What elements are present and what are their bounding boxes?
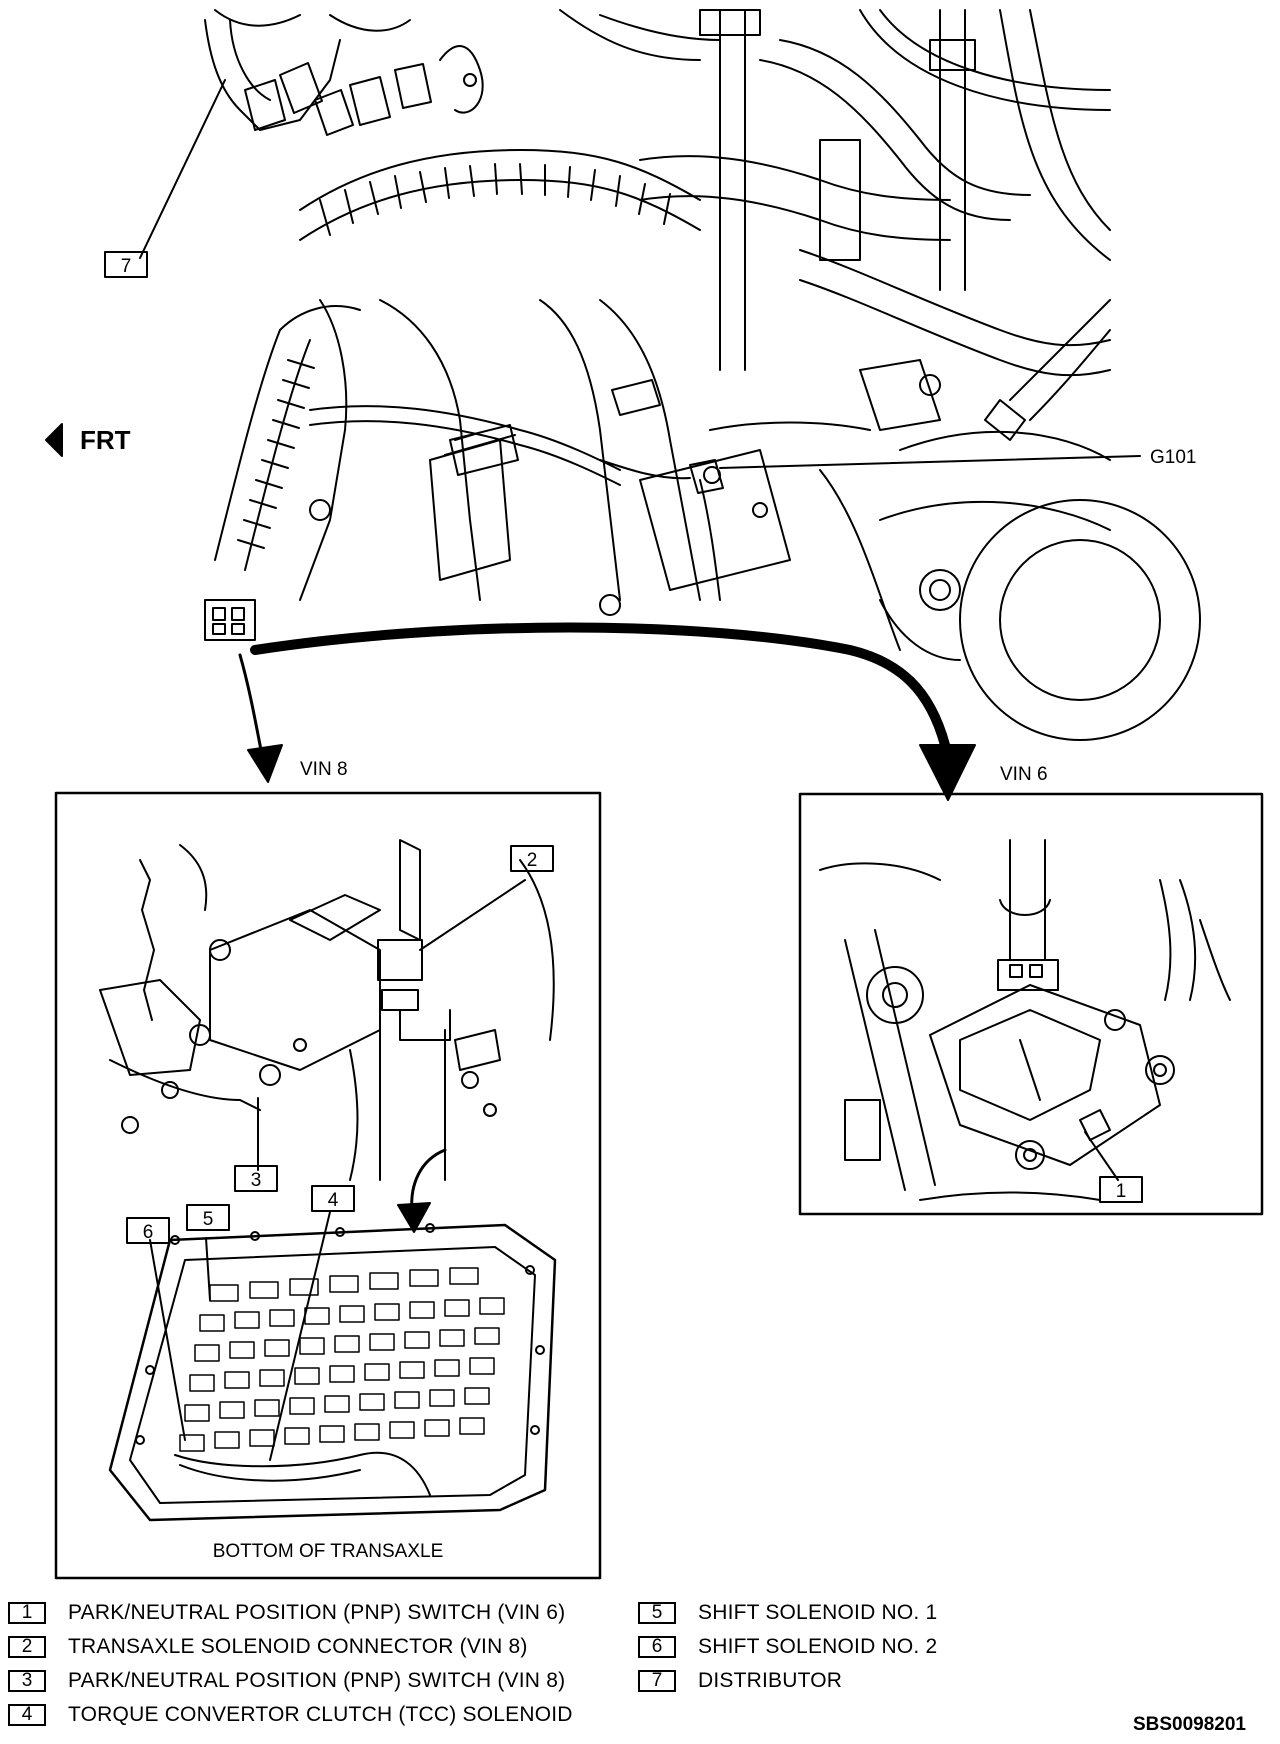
legend-item: 5 SHIFT SOLENOID NO. 1 xyxy=(638,1600,937,1626)
engine-compartment-illustration xyxy=(139,9,1201,741)
legend-text: SHIFT SOLENOID NO. 1 xyxy=(698,1601,938,1624)
legend-number: 5 xyxy=(638,1602,676,1624)
front-direction-icon xyxy=(45,423,63,457)
legend-item: 3 PARK/NEUTRAL POSITION (PNP) SWITCH (VI… xyxy=(8,1668,565,1694)
legend-number: 1 xyxy=(8,1602,46,1624)
vin6-detail-illustration xyxy=(819,839,1231,1201)
legend-number: 6 xyxy=(638,1636,676,1658)
legend-number: 2 xyxy=(8,1636,46,1658)
legend-text: SHIFT SOLENOID NO. 2 xyxy=(698,1635,938,1658)
legend-number: 3 xyxy=(8,1670,46,1692)
legend-number: 7 xyxy=(638,1670,676,1692)
legend-item: 2 TRANSAXLE SOLENOID CONNECTOR (VIN 8) xyxy=(8,1634,528,1660)
front-label: FRT xyxy=(80,425,131,455)
arrow-to-vin6-icon xyxy=(250,622,976,801)
vin8-caption: BOTTOM OF TRANSAXLE xyxy=(213,1541,444,1562)
callout-2: 2 xyxy=(527,850,538,871)
callout-1: 1 xyxy=(1116,1181,1127,1202)
callout-5: 5 xyxy=(203,1209,214,1230)
legend-text: PARK/NEUTRAL POSITION (PNP) SWITCH (VIN … xyxy=(68,1669,566,1692)
vin6-title: VIN 6 xyxy=(1000,764,1048,785)
vin8-detail-frame xyxy=(54,791,602,1580)
legend-item: 1 PARK/NEUTRAL POSITION (PNP) SWITCH (VI… xyxy=(8,1600,565,1626)
legend-text: PARK/NEUTRAL POSITION (PNP) SWITCH (VIN … xyxy=(68,1601,566,1624)
legend-number: 4 xyxy=(8,1704,46,1726)
legend-text: DISTRIBUTOR xyxy=(698,1669,843,1692)
legend-item: 4 TORQUE CONVERTOR CLUTCH (TCC) SOLENOID xyxy=(8,1702,573,1728)
legend: 1 PARK/NEUTRAL POSITION (PNP) SWITCH (VI… xyxy=(8,1600,1272,1740)
ground-label-g101: G101 xyxy=(1150,447,1196,468)
legend-item: 7 DISTRIBUTOR xyxy=(638,1668,842,1694)
legend-text: TORQUE CONVERTOR CLUTCH (TCC) SOLENOID xyxy=(68,1703,573,1726)
callout-7: 7 xyxy=(121,256,132,277)
legend-text: TRANSAXLE SOLENOID CONNECTOR (VIN 8) xyxy=(68,1635,528,1658)
callout-4: 4 xyxy=(328,1190,339,1211)
legend-item: 6 SHIFT SOLENOID NO. 2 xyxy=(638,1634,937,1660)
figure-code: SBS0098201 xyxy=(1132,1714,1246,1735)
callout-6: 6 xyxy=(143,1222,154,1243)
callout-3: 3 xyxy=(251,1170,262,1191)
vin6-detail-frame xyxy=(798,792,1264,1216)
callout-boxes xyxy=(104,251,1143,1244)
vin8-detail-illustration xyxy=(99,839,557,1522)
vin8-title: VIN 8 xyxy=(300,759,348,780)
arrow-to-vin8-icon xyxy=(238,653,283,783)
